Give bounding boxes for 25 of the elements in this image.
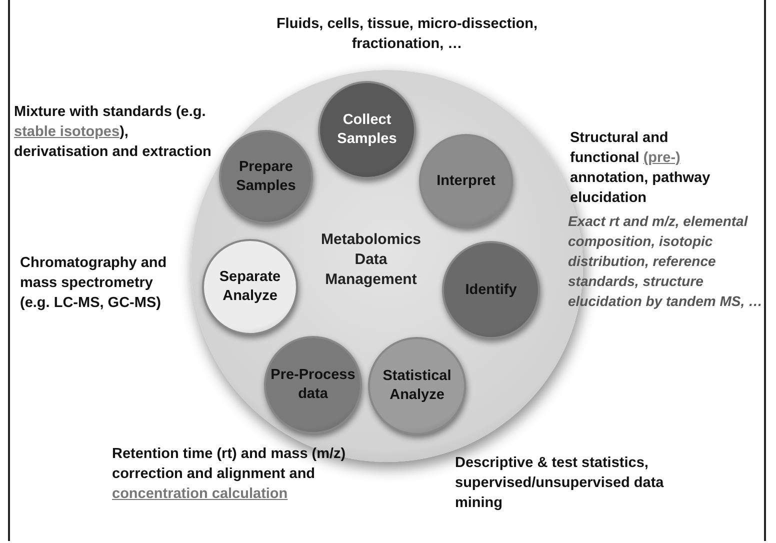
annotation-text: Chromatography and mass spectrometry (e.g. LC-MS, GC-MS) <box>20 254 168 313</box>
link: concentration calculation <box>112 486 288 502</box>
step-circle <box>318 81 416 179</box>
annotation-text: Exact rt and m/z, elemental composition, isotopic distribution, reference standards, structure elucidation by tandem MS, … <box>568 212 764 311</box>
annotation-text: Retention time (rt) and mass (m/z) correction and alignment and concentration calculation <box>112 445 347 504</box>
step-label: Prepare Samples <box>235 158 297 196</box>
annotation-text: Fluids, cells, tissue, micro-dissection, fractionation, … <box>275 15 539 54</box>
step-label: Pre-Process data <box>270 366 356 404</box>
step-label: Collect Samples <box>336 111 398 149</box>
link: stable isotopes <box>14 124 120 140</box>
step-circle <box>368 337 466 435</box>
annotation-text: Descriptive & test statistics, supervised/unsupervised data mining <box>455 454 665 513</box>
step-circle <box>442 241 540 339</box>
annotation-text: Mixture with standards (e.g. stable isotopes), derivatisation and extraction <box>14 103 212 162</box>
step-circle <box>419 134 513 228</box>
center-title: Metabolomics Data Management <box>320 230 422 290</box>
step-circle <box>202 239 298 335</box>
step-label: Statistical Analyze <box>382 367 452 405</box>
step-circle <box>219 130 313 224</box>
annotation-text: Structural and functional (pre-) annotation, pathway elucidation <box>570 129 712 208</box>
step-label: Interpret <box>436 172 496 190</box>
step-label: Separate Analyze <box>218 268 282 306</box>
link: (pre-) <box>643 150 680 166</box>
step-label: Identify <box>464 280 518 300</box>
step-circle <box>264 336 362 434</box>
